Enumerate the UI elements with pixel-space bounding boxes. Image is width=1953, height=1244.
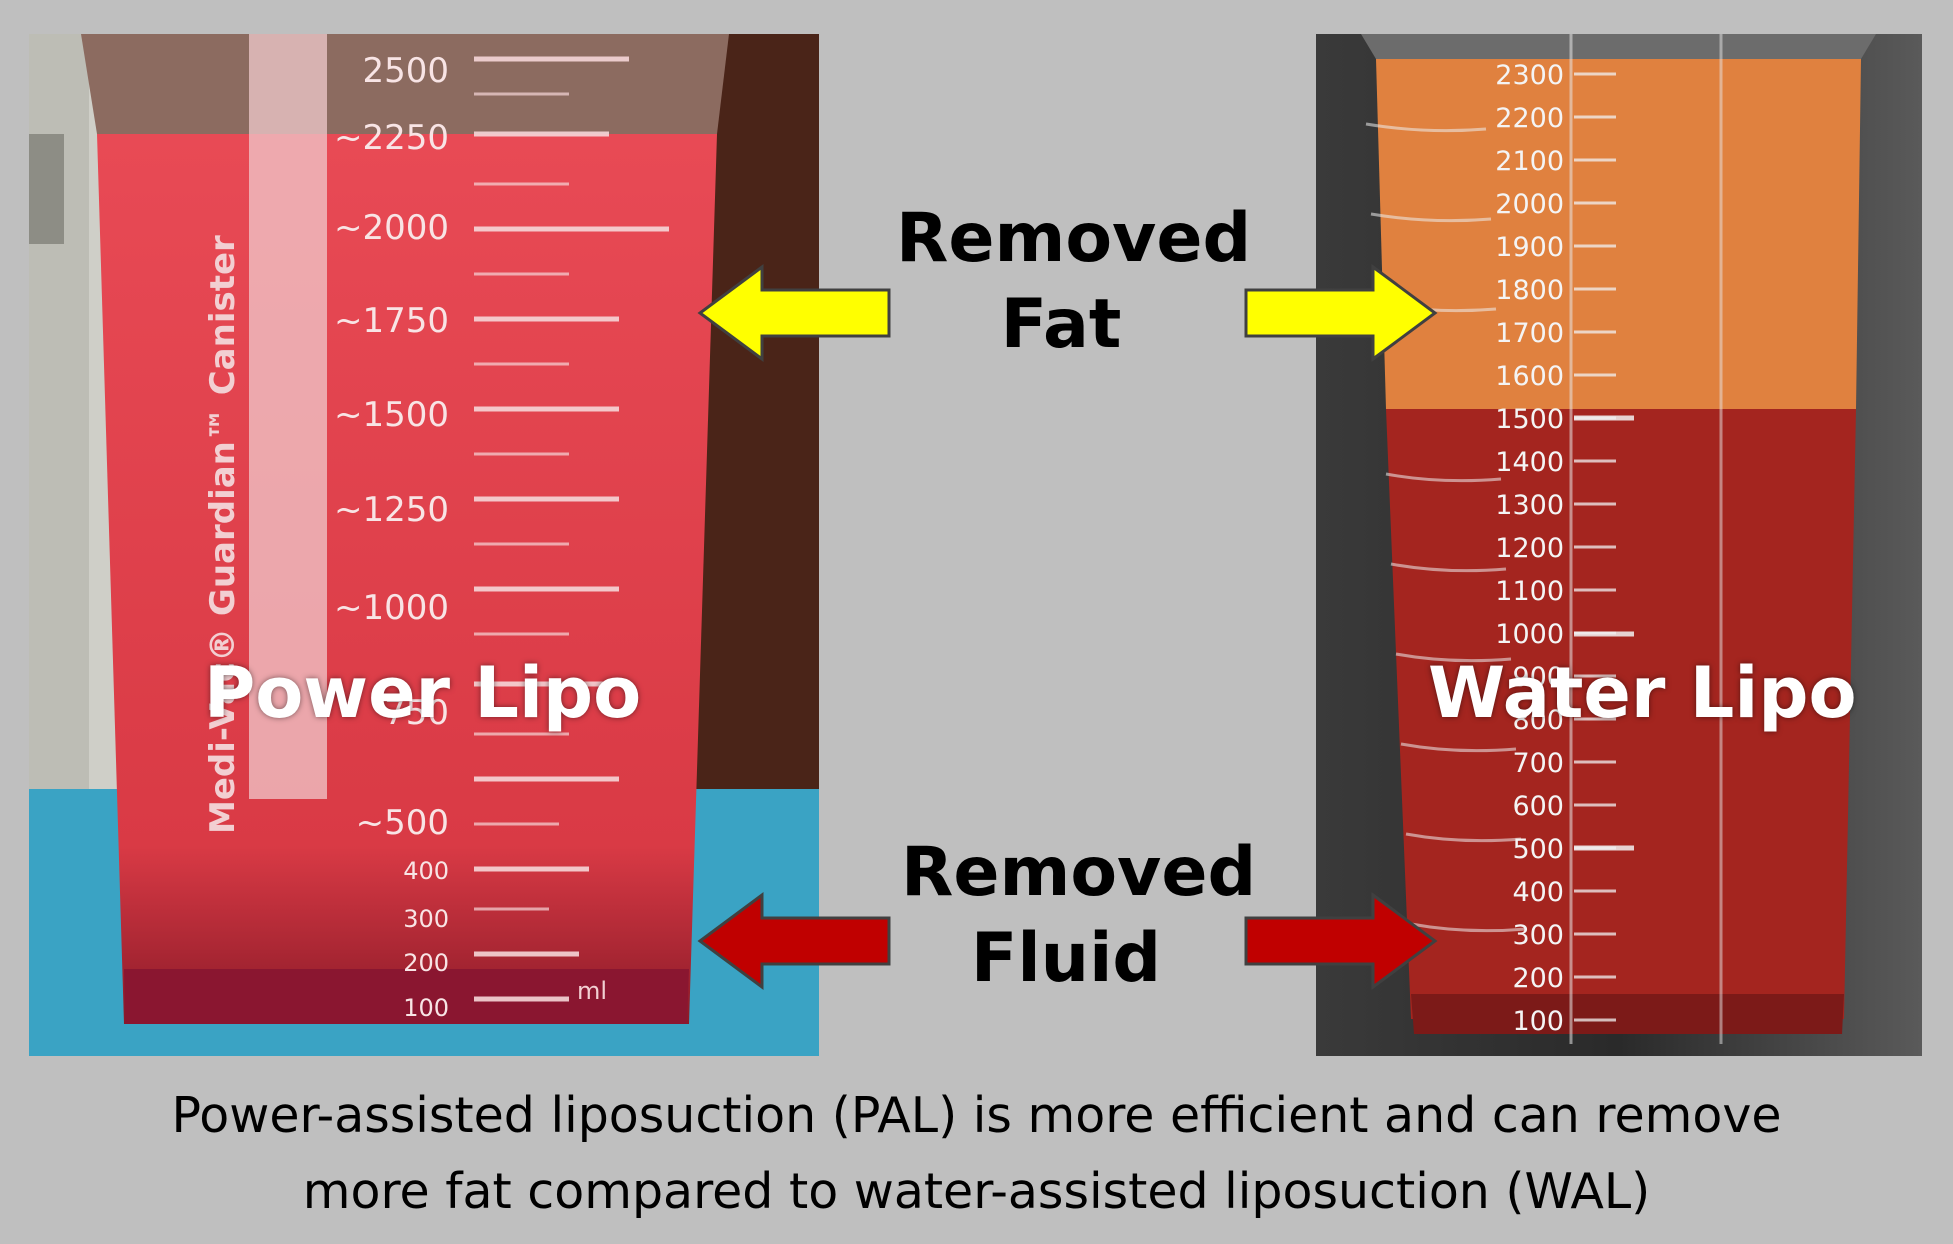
fluid-arrow-right-shape <box>1244 892 1438 990</box>
canister-brand-text: Medi-Vac® Guardian™ Canister <box>203 235 243 834</box>
power-lipo-graduation: 300 <box>403 905 449 933</box>
water-lipo-graduation: 400 <box>1512 877 1564 908</box>
fat-arrow-right-shape <box>1244 264 1438 362</box>
removed-fat-label-line: Removed <box>896 199 1252 278</box>
caption: Power-assisted liposuction (PAL) is more… <box>0 1078 1953 1230</box>
power-lipo-graduation: ~2000 <box>334 208 449 248</box>
water-lipo-graduation: 800 <box>1512 705 1564 736</box>
power-lipo-graduation: ~1250 <box>334 490 449 530</box>
fat-arrow-left-icon <box>697 264 891 362</box>
caption-line: Power-assisted liposuction (PAL) is more… <box>171 1087 1782 1144</box>
power-lipo-graduation: ~1500 <box>334 395 449 435</box>
power-lipo-graduation: ~500 <box>356 803 449 843</box>
power-lipo-photo: 2500 ~2250 ~2000 ~1750 ~1500 ~1250 ~1000… <box>29 34 819 1056</box>
water-lipo-graduation: 700 <box>1512 748 1564 779</box>
caption-line: more fat compared to water-assisted lipo… <box>302 1163 1651 1220</box>
water-lipo-label: Water Lipo <box>1428 652 1857 734</box>
power-lipo-graduation: ~2250 <box>334 118 449 158</box>
fat-arrow-right-icon <box>1244 264 1438 362</box>
power-lipo-canister-image: 2500 ~2250 ~2000 ~1750 ~1500 ~1250 ~1000… <box>29 34 819 1056</box>
water-lipo-photo: 2300 2200 2100 2000 1900 1800 1700 1600 … <box>1316 34 1922 1056</box>
fat-arrow-left-shape <box>697 264 891 362</box>
water-lipo-graduation: 1400 <box>1495 447 1564 478</box>
power-lipo-graduation: ~1000 <box>334 588 449 628</box>
power-lipo-graduation: 750 <box>384 693 449 733</box>
water-lipo-graduation: 1100 <box>1495 576 1564 607</box>
water-lipo-graduation: 1800 <box>1495 275 1564 306</box>
water-lipo-graduation: 200 <box>1512 963 1564 994</box>
water-lipo-graduation: 500 <box>1512 834 1564 865</box>
water-lipo-graduation: 2200 <box>1495 103 1564 134</box>
canister-unit-label: ml <box>577 977 607 1005</box>
water-lipo-canister-image: 2300 2200 2100 2000 1900 1800 1700 1600 … <box>1316 34 1922 1056</box>
water-lipo-graduation: 1000 <box>1495 619 1564 650</box>
removed-fluid-label: Removed Fluid <box>901 830 1257 1002</box>
removed-fluid-label-line: Fluid <box>970 919 1162 998</box>
power-lipo-graduation: 200 <box>403 949 449 977</box>
water-lipo-graduation: 100 <box>1512 1006 1564 1037</box>
water-lipo-graduation: 1600 <box>1495 361 1564 392</box>
water-lipo-graduation: 1700 <box>1495 318 1564 349</box>
power-lipo-graduation: 2500 <box>362 51 449 91</box>
water-lipo-graduation: 2000 <box>1495 189 1564 220</box>
removed-fat-label-line: Fat <box>1000 285 1122 364</box>
power-lipo-graduation: ~1750 <box>334 301 449 341</box>
water-lipo-graduation: 1200 <box>1495 533 1564 564</box>
fluid-arrow-right-icon <box>1244 892 1438 990</box>
fluid-arrow-left-icon <box>697 892 891 990</box>
water-lipo-graduation: 1900 <box>1495 232 1564 263</box>
water-lipo-graduation: 2100 <box>1495 146 1564 177</box>
water-lipo-graduation: 1300 <box>1495 490 1564 521</box>
power-lipo-graduation: 100 <box>403 994 449 1022</box>
water-lipo-graduation: 1500 <box>1495 404 1564 435</box>
water-lipo-graduation: 900 <box>1512 662 1564 693</box>
water-lipo-graduation: 2300 <box>1495 60 1564 91</box>
fluid-arrow-left-shape <box>697 892 891 990</box>
water-lipo-graduation: 300 <box>1512 920 1564 951</box>
power-lipo-graduation: 400 <box>403 857 449 885</box>
power-lipo-label: Power Lipo <box>204 652 642 734</box>
removed-fluid-label-line: Removed <box>901 833 1257 912</box>
water-lipo-graduation: 600 <box>1512 791 1564 822</box>
removed-fat-label: Removed Fat <box>896 196 1252 368</box>
